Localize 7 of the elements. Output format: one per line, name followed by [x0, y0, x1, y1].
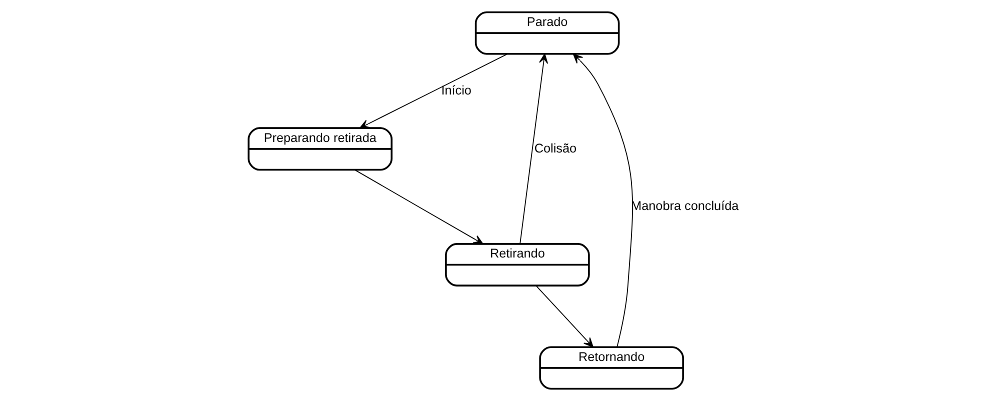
edge-label: Colisão	[534, 141, 577, 156]
arrow	[354, 169, 484, 244]
arrow	[536, 285, 594, 348]
arrow	[572, 54, 633, 348]
edge-label: Início	[441, 83, 472, 98]
arrow	[359, 54, 508, 128]
arrow	[520, 54, 548, 244]
